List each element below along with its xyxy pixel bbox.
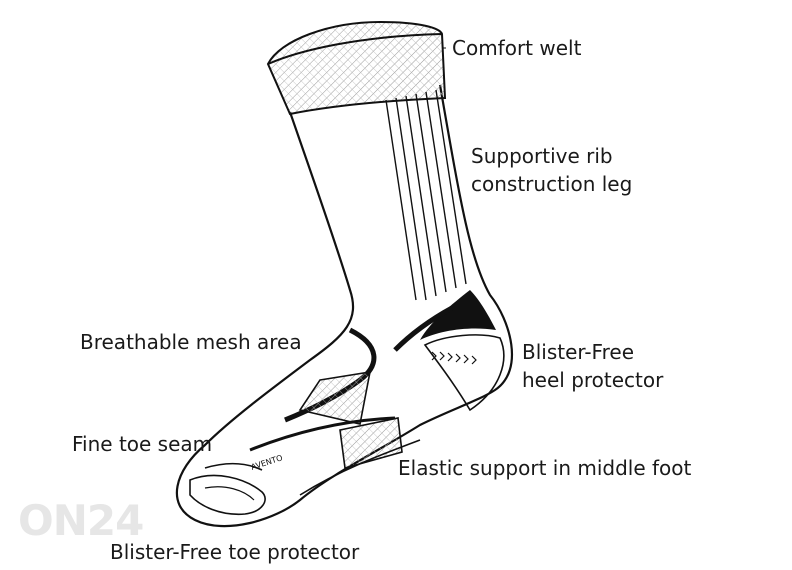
forefoot-line (249, 416, 396, 452)
heel-chevrons (431, 351, 477, 365)
middle-foot-band-upper (298, 371, 372, 425)
label-breathable-mesh: Breathable mesh area (80, 330, 302, 354)
label-comfort-welt: Comfort welt (452, 36, 582, 60)
label-rib-construction-leg: Supportive rib construction leg (471, 142, 632, 198)
label-heel-protector: Blister-Free heel protector (522, 338, 663, 394)
sock-outline (175, 84, 513, 528)
heel-swoosh (393, 305, 454, 352)
label-rib-line-2: construction leg (471, 172, 633, 196)
label-fine-toe-seam: Fine toe seam (72, 432, 213, 456)
watermark: ON24 (18, 496, 144, 545)
toe-protector-outline (189, 474, 266, 516)
label-toe-protector: Blister-Free toe protector (110, 540, 360, 564)
label-heel-line-2: heel protector (522, 368, 664, 392)
heel-dark-patch (420, 290, 496, 340)
comfort-welt-band (266, 20, 447, 116)
rib-lines (385, 89, 467, 301)
label-heel-line-1: Blister-Free (522, 340, 635, 364)
middle-foot-band-lower (339, 417, 403, 470)
heel-protector-outline (423, 334, 505, 412)
label-elastic-middle-foot: Elastic support in middle foot (398, 456, 692, 480)
toe-protector-inner (204, 486, 255, 501)
label-rib-line-1: Supportive rib (471, 144, 613, 168)
welt-opening (267, 33, 443, 65)
toe-seam-line (204, 462, 263, 471)
sole-line (299, 439, 421, 496)
